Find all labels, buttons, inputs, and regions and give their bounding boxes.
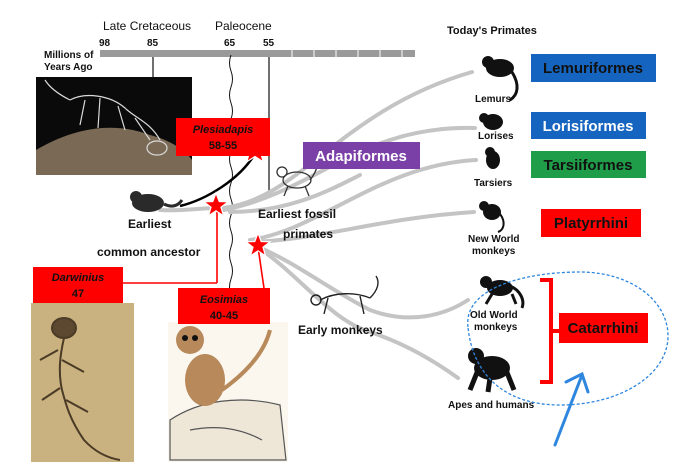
label-early-monkeys: Early monkeys: [298, 323, 383, 337]
tick-65: 65: [224, 38, 236, 49]
loris-icon: [479, 113, 503, 130]
tick-55: 55: [263, 38, 275, 49]
group-catarrhini: Catarrhini: [559, 313, 648, 343]
group-tarsiiformes: Tarsiiformes: [531, 151, 646, 178]
eosimias-age: 40-45: [210, 310, 238, 322]
group-adapiformes: Adapiformes: [303, 142, 420, 169]
period-paleocene: Paleocene: [215, 19, 272, 33]
box-darwinius: Darwinius 47: [33, 267, 123, 303]
catarrhini-highlight-ellipse: [467, 271, 669, 406]
darwinius-name: Darwinius: [52, 272, 105, 284]
eosimias-name: Eosimias: [200, 294, 248, 306]
catarrhini-bracket: [540, 278, 559, 384]
group-platyrrhini: Platyrrhini: [541, 209, 641, 237]
today-primates-header: Today's Primates: [447, 25, 537, 37]
svg-text:Catarrhini: Catarrhini: [568, 320, 639, 337]
label-nwm-line1: New World: [468, 234, 519, 245]
plesiadapis-age: 58-55: [209, 140, 237, 152]
svg-text:Platyrrhini: Platyrrhini: [554, 215, 628, 232]
earliest-fossil-primate-icon: [276, 149, 319, 197]
ancestor-icon: [130, 191, 184, 212]
label-fossil-primates-line1: Earliest fossil: [258, 207, 336, 221]
label-ancestor-line1: Earliest: [128, 217, 171, 231]
tick-98: 98: [99, 38, 111, 49]
eosimias-illustration: [168, 322, 288, 462]
group-lemuriformes: Lemuriformes: [531, 54, 656, 82]
star-darwinius: [202, 191, 230, 218]
label-owm-line2: monkeys: [474, 322, 518, 333]
label-ancestor-line2: common ancestor: [97, 245, 201, 259]
box-plesiadapis: Plesiadapis 58-55: [176, 118, 270, 156]
label-apes-humans: Apes and humans: [448, 400, 535, 411]
box-eosimias: Eosimias 40-45: [178, 288, 270, 324]
old-world-monkey-icon: [480, 276, 525, 309]
timeline-ticks: [291, 50, 403, 57]
timeline-bar: [100, 50, 415, 57]
svg-text:Lemuriformes: Lemuriformes: [543, 60, 643, 77]
ape-icon: [467, 348, 517, 393]
annotation-arrow: [553, 371, 590, 447]
star-eosimias: [244, 231, 272, 258]
fossil-connectors: [122, 212, 266, 296]
plesiadapis-name: Plesiadapis: [193, 124, 254, 136]
svg-text:Lorisiformes: Lorisiformes: [543, 118, 634, 135]
early-monkey-skeleton-icon: [310, 275, 379, 315]
darwinius-age: 47: [72, 288, 84, 300]
skeleton-photo: [36, 77, 192, 175]
label-owm-line1: Old World: [470, 310, 518, 321]
svg-text:Tarsiiformes: Tarsiiformes: [544, 157, 633, 174]
label-lemurs: Lemurs: [475, 94, 512, 105]
axis-unit-line2: Years Ago: [44, 62, 93, 73]
tick-85: 85: [147, 38, 159, 49]
axis-unit-line1: Millions of: [44, 50, 94, 61]
label-fossil-primates-line2: primates: [283, 227, 333, 241]
tarsier-icon: [485, 147, 500, 169]
svg-text:Adapiformes: Adapiformes: [315, 148, 407, 165]
label-nwm-line2: monkeys: [472, 246, 516, 257]
lemur-icon: [482, 56, 519, 102]
darwinius-photo: [31, 303, 134, 462]
label-tarsiers: Tarsiers: [474, 178, 513, 189]
new-world-monkey-icon: [479, 201, 505, 233]
label-lorises: Lorises: [478, 131, 514, 142]
period-late-cretaceous: Late Cretaceous: [103, 19, 191, 33]
plesiadapis-branch: [179, 151, 258, 208]
group-lorisiformes: Lorisiformes: [531, 112, 646, 139]
